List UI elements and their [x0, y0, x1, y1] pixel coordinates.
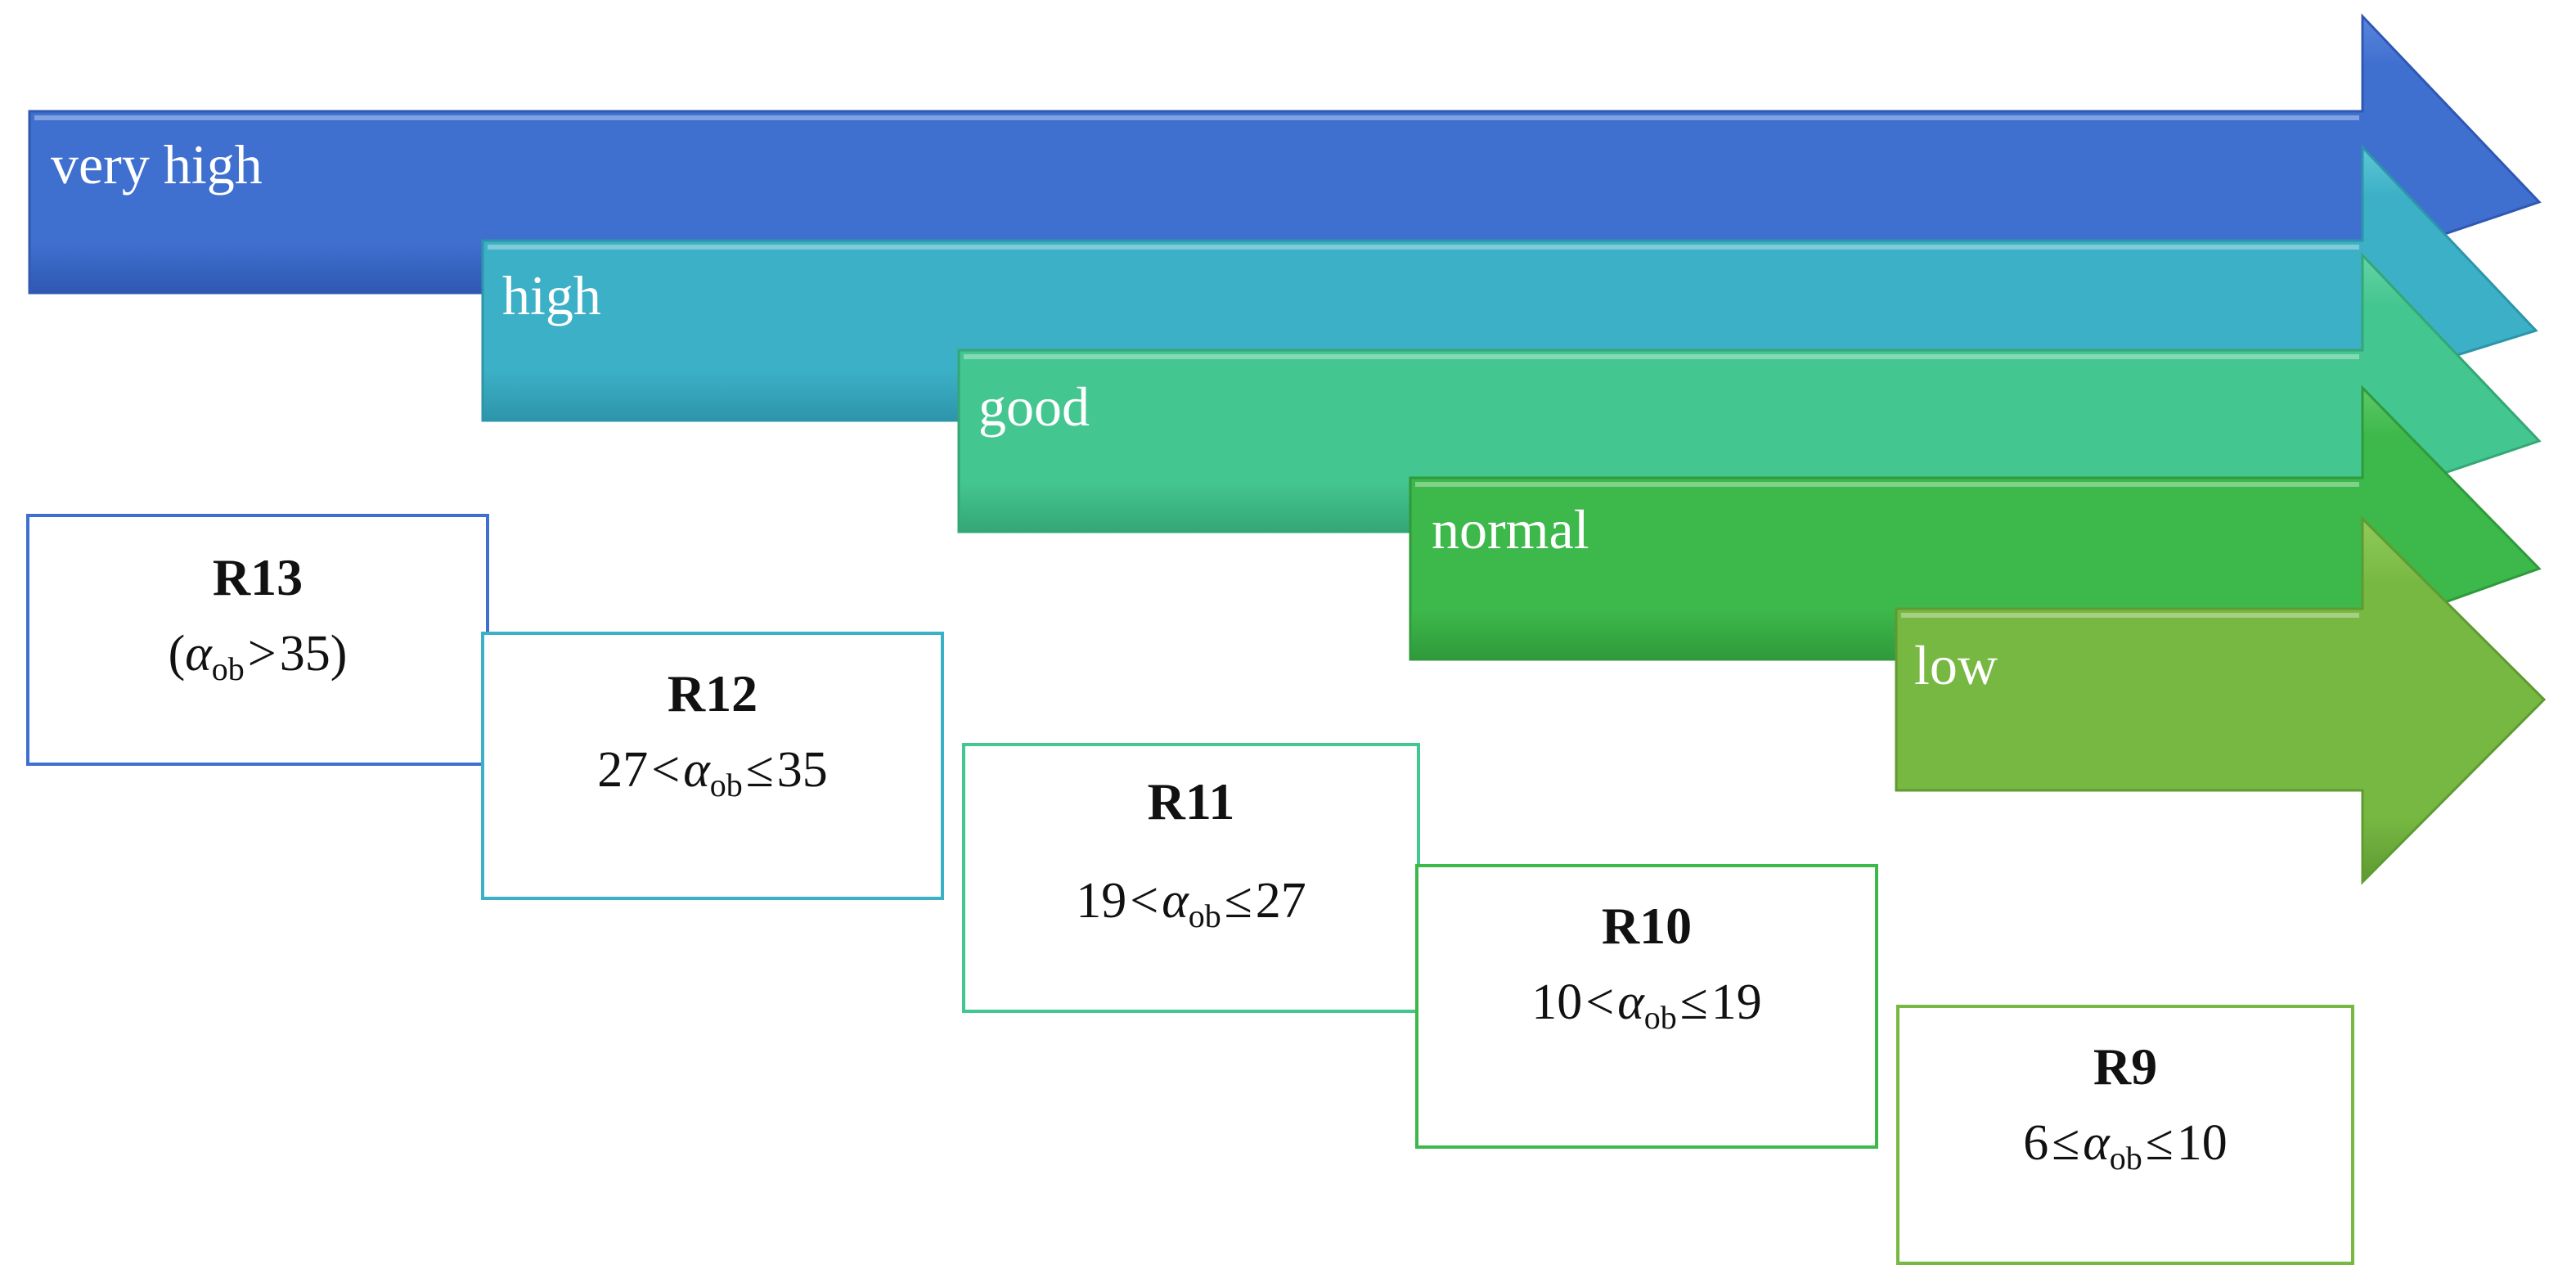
arrow-label: normal — [1432, 498, 1589, 560]
range-code: R11 — [1147, 772, 1235, 830]
range-arrow-good — [957, 252, 2542, 533]
alpha-symbol: α — [1162, 873, 1189, 929]
arrow-label: low — [1914, 634, 1998, 696]
range-box-r12: R12 27<αob≤35 — [481, 632, 944, 900]
range-condition: (αob>35) — [168, 626, 348, 687]
alpha-subscript: ob — [1643, 999, 1677, 1036]
range-condition: 19<αob≤27 — [1076, 873, 1306, 934]
range-condition: 27<αob≤35 — [597, 742, 828, 803]
alpha-subscript: ob — [1188, 898, 1221, 934]
range-code: R12 — [667, 664, 758, 722]
range-box-r11: R11 19<αob≤27 — [962, 743, 1420, 1013]
alpha-symbol: α — [2083, 1115, 2110, 1171]
range-condition: 10<αob≤19 — [1531, 974, 1762, 1036]
range-code: R9 — [2093, 1037, 2158, 1096]
arrow-label: very high — [51, 133, 263, 196]
range-code: R13 — [212, 548, 303, 606]
alpha-symbol: α — [185, 626, 212, 682]
arrow-label: high — [502, 264, 601, 326]
alpha-subscript: ob — [2109, 1140, 2142, 1177]
range-box-r9: R9 6≤αob≤10 — [1896, 1005, 2354, 1265]
range-box-r10: R10 10<αob≤19 — [1415, 864, 1878, 1149]
range-code: R10 — [1601, 897, 1693, 955]
range-condition: 6≤αob≤10 — [2023, 1115, 2228, 1177]
alpha-subscript: ob — [211, 650, 245, 687]
arrow-label: good — [978, 376, 1090, 438]
alpha-subscript: ob — [709, 767, 743, 803]
range-arrow-low — [1895, 515, 2547, 885]
range-arrow-normal — [1409, 385, 2542, 661]
alpha-symbol: α — [1617, 974, 1644, 1030]
alpha-symbol: α — [683, 742, 710, 798]
range-arrow-very-high — [28, 13, 2542, 295]
range-box-r13: R13 (αob>35) — [26, 514, 489, 766]
